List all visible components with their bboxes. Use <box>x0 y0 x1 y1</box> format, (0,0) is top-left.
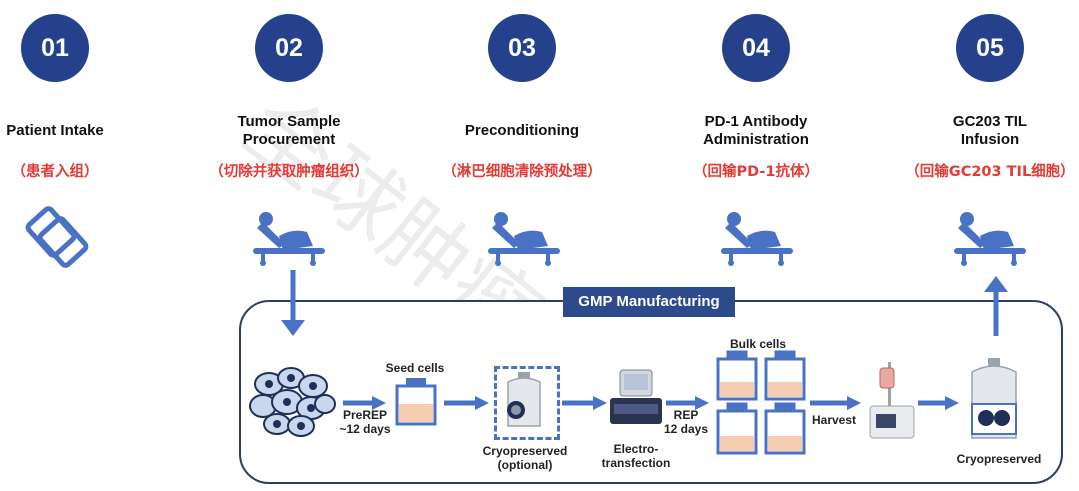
patient-bed-icon <box>721 212 793 266</box>
step-number: 01 <box>21 14 89 82</box>
harvest-label: Harvest <box>811 413 857 427</box>
patient-bed-icon <box>954 212 1026 266</box>
optional-storage-box <box>494 366 560 440</box>
step-subtitle: （患者入组） <box>11 164 99 180</box>
step-title: Patient Intake <box>6 122 104 139</box>
step-number: 04 <box>722 14 790 82</box>
step-subtitle: （切除并获取肿瘤组织） <box>209 164 369 180</box>
culture-bag-icon <box>395 378 437 426</box>
prerep-label: PreREP~12 days <box>339 408 391 436</box>
tumor-tissue-icon <box>249 367 336 437</box>
harvest-device-icon <box>869 362 915 439</box>
gmp-manufacturing-label: GMP Manufacturing <box>563 287 735 317</box>
bulk-culture-bags-icon <box>716 350 806 455</box>
cryopreserved-final-label: Cryopreserved <box>956 452 1042 466</box>
cryo-dewar-icon <box>507 372 541 427</box>
step-subtitle: （回输PD-1抗体） <box>692 164 820 180</box>
seed-cells-label: Seed cells <box>385 361 445 375</box>
step-subtitle: （淋巴细胞清除预处理） <box>442 164 602 180</box>
step-number: 02 <box>255 14 323 82</box>
intake-cards-icon <box>25 206 89 268</box>
patient-bed-icon <box>488 212 560 266</box>
step-number: 05 <box>956 14 1024 82</box>
bulk-cells-label: Bulk cells <box>729 337 787 351</box>
step-subtitle: （回输GC203 TIL细胞） <box>905 164 1075 180</box>
step-title: Preconditioning <box>464 122 580 139</box>
electroporation-device-icon <box>610 369 662 424</box>
cryo-dewar-final-icon <box>971 358 1017 439</box>
cryopreserved-optional-label: Cryopreserved(optional) <box>482 444 568 472</box>
step-number: 03 <box>488 14 556 82</box>
patient-bed-icon <box>253 212 325 266</box>
electro-transfection-label: Electro-transfection <box>601 442 671 470</box>
